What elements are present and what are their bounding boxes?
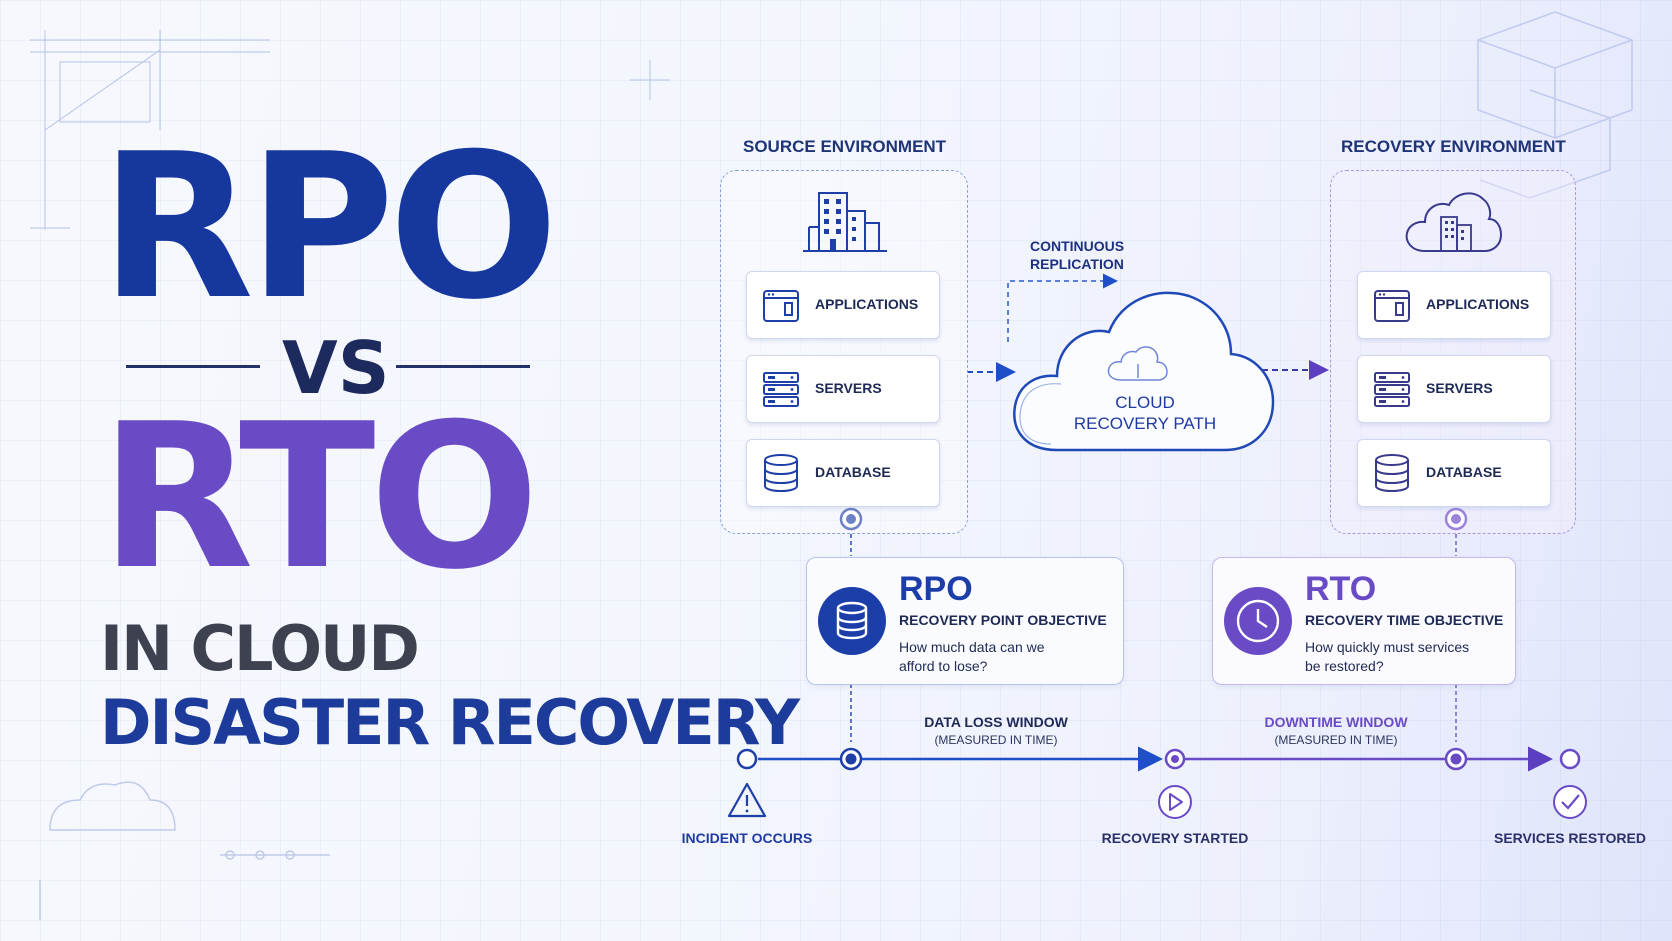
warning-icon xyxy=(727,782,767,818)
rpo-card: RPO RECOVERY POINT OBJECTIVE How much da… xyxy=(806,557,1124,685)
services-restored-label: SERVICES RESTORED xyxy=(1494,830,1646,846)
recovery-applications-item: APPLICATIONS xyxy=(1357,271,1551,339)
timeline-incident-node xyxy=(736,748,758,770)
clock-icon xyxy=(1224,587,1292,655)
vs-right-divider xyxy=(396,365,530,368)
timeline-restored-node xyxy=(1559,748,1581,770)
office-building-icon xyxy=(803,192,887,252)
database-icon xyxy=(1375,454,1409,493)
cloud-recovery-path-label: CLOUD RECOVERY PATH xyxy=(1065,392,1225,434)
rto-card: RTO RECOVERY TIME OBJECTIVE How quickly … xyxy=(1212,557,1516,685)
recovery-applications-label: APPLICATIONS xyxy=(1426,296,1530,312)
recovery-database-item: DATABASE xyxy=(1357,439,1551,507)
rto-question-line2: be restored? xyxy=(1305,658,1384,674)
rpo-card-subtitle: RECOVERY POINT OBJECTIVE xyxy=(899,612,1107,628)
source-database-label: DATABASE xyxy=(815,464,891,480)
data-loss-window-label: DATA LOSS WINDOW xyxy=(924,714,1068,730)
replication-label-line2: REPLICATION xyxy=(1030,256,1124,272)
title-disaster-recovery: DISASTER RECOVERY xyxy=(100,686,800,759)
cloud-recovery-path-shape xyxy=(1013,291,1275,452)
rto-card-subtitle: RECOVERY TIME OBJECTIVE xyxy=(1305,612,1504,628)
recovery-environment-title: RECOVERY ENVIRONMENT xyxy=(1341,137,1566,156)
application-window-icon xyxy=(763,290,799,322)
source-applications-label: APPLICATIONS xyxy=(815,296,919,312)
cloud-datacenter-icon xyxy=(1405,192,1503,252)
cloud-label-line1: CLOUD xyxy=(1115,393,1175,412)
downtime-window-label: DOWNTIME WINDOW xyxy=(1264,714,1408,730)
replication-label-line1: CONTINUOUS xyxy=(1030,238,1125,254)
rpo-question-line2: afford to lose? xyxy=(899,658,988,674)
title-rpo: RPO xyxy=(100,111,559,344)
vs-left-divider xyxy=(126,365,260,368)
incident-occurs-label: INCIDENT OCCURS xyxy=(681,830,813,846)
rpo-card-title: RPO xyxy=(899,570,973,608)
small-cloud-icon xyxy=(1107,346,1168,381)
database-icon xyxy=(818,587,886,655)
server-rack-icon xyxy=(1374,372,1410,407)
recovery-started-label: RECOVERY STARTED xyxy=(1101,830,1249,846)
source-servers-label: SERVERS xyxy=(815,380,882,396)
checkmark-icon xyxy=(1553,785,1587,819)
recovery-database-label: DATABASE xyxy=(1426,464,1502,480)
rto-card-question: How quickly must services be restored? xyxy=(1305,638,1505,676)
title-vs: VS xyxy=(282,326,390,410)
play-icon xyxy=(1158,785,1192,819)
server-rack-icon xyxy=(763,372,799,407)
title-in-cloud: IN CLOUD xyxy=(100,612,420,685)
source-environment-title: SOURCE ENVIRONMENT xyxy=(743,137,947,156)
rpo-card-question: How much data can we afford to lose? xyxy=(899,638,1099,676)
rto-card-title: RTO xyxy=(1305,570,1377,608)
rpo-question-line1: How much data can we xyxy=(899,639,1045,655)
source-applications-item: APPLICATIONS xyxy=(746,271,940,339)
continuous-replication-label: CONTINUOUS REPLICATION xyxy=(1030,237,1124,273)
recovery-environment-box: APPLICATIONS SERVERS DATABASE xyxy=(1330,170,1576,534)
rto-question-line1: How quickly must services xyxy=(1305,639,1470,655)
application-window-icon xyxy=(1374,290,1410,322)
replication-arrow xyxy=(1007,273,1118,342)
downtime-window-sub: (MEASURED IN TIME) xyxy=(1274,733,1398,747)
recovery-servers-label: SERVERS xyxy=(1426,380,1493,396)
database-icon xyxy=(764,454,798,493)
source-environment-box: APPLICATIONS SERVERS DATABASE xyxy=(720,170,968,534)
cloud-label-line2: RECOVERY PATH xyxy=(1073,414,1217,433)
recovery-servers-item: SERVERS xyxy=(1357,355,1551,423)
source-database-item: DATABASE xyxy=(746,439,940,507)
data-loss-window-sub: (MEASURED IN TIME) xyxy=(934,733,1058,747)
source-servers-item: SERVERS xyxy=(746,355,940,423)
title-rto: RTO xyxy=(100,381,539,614)
